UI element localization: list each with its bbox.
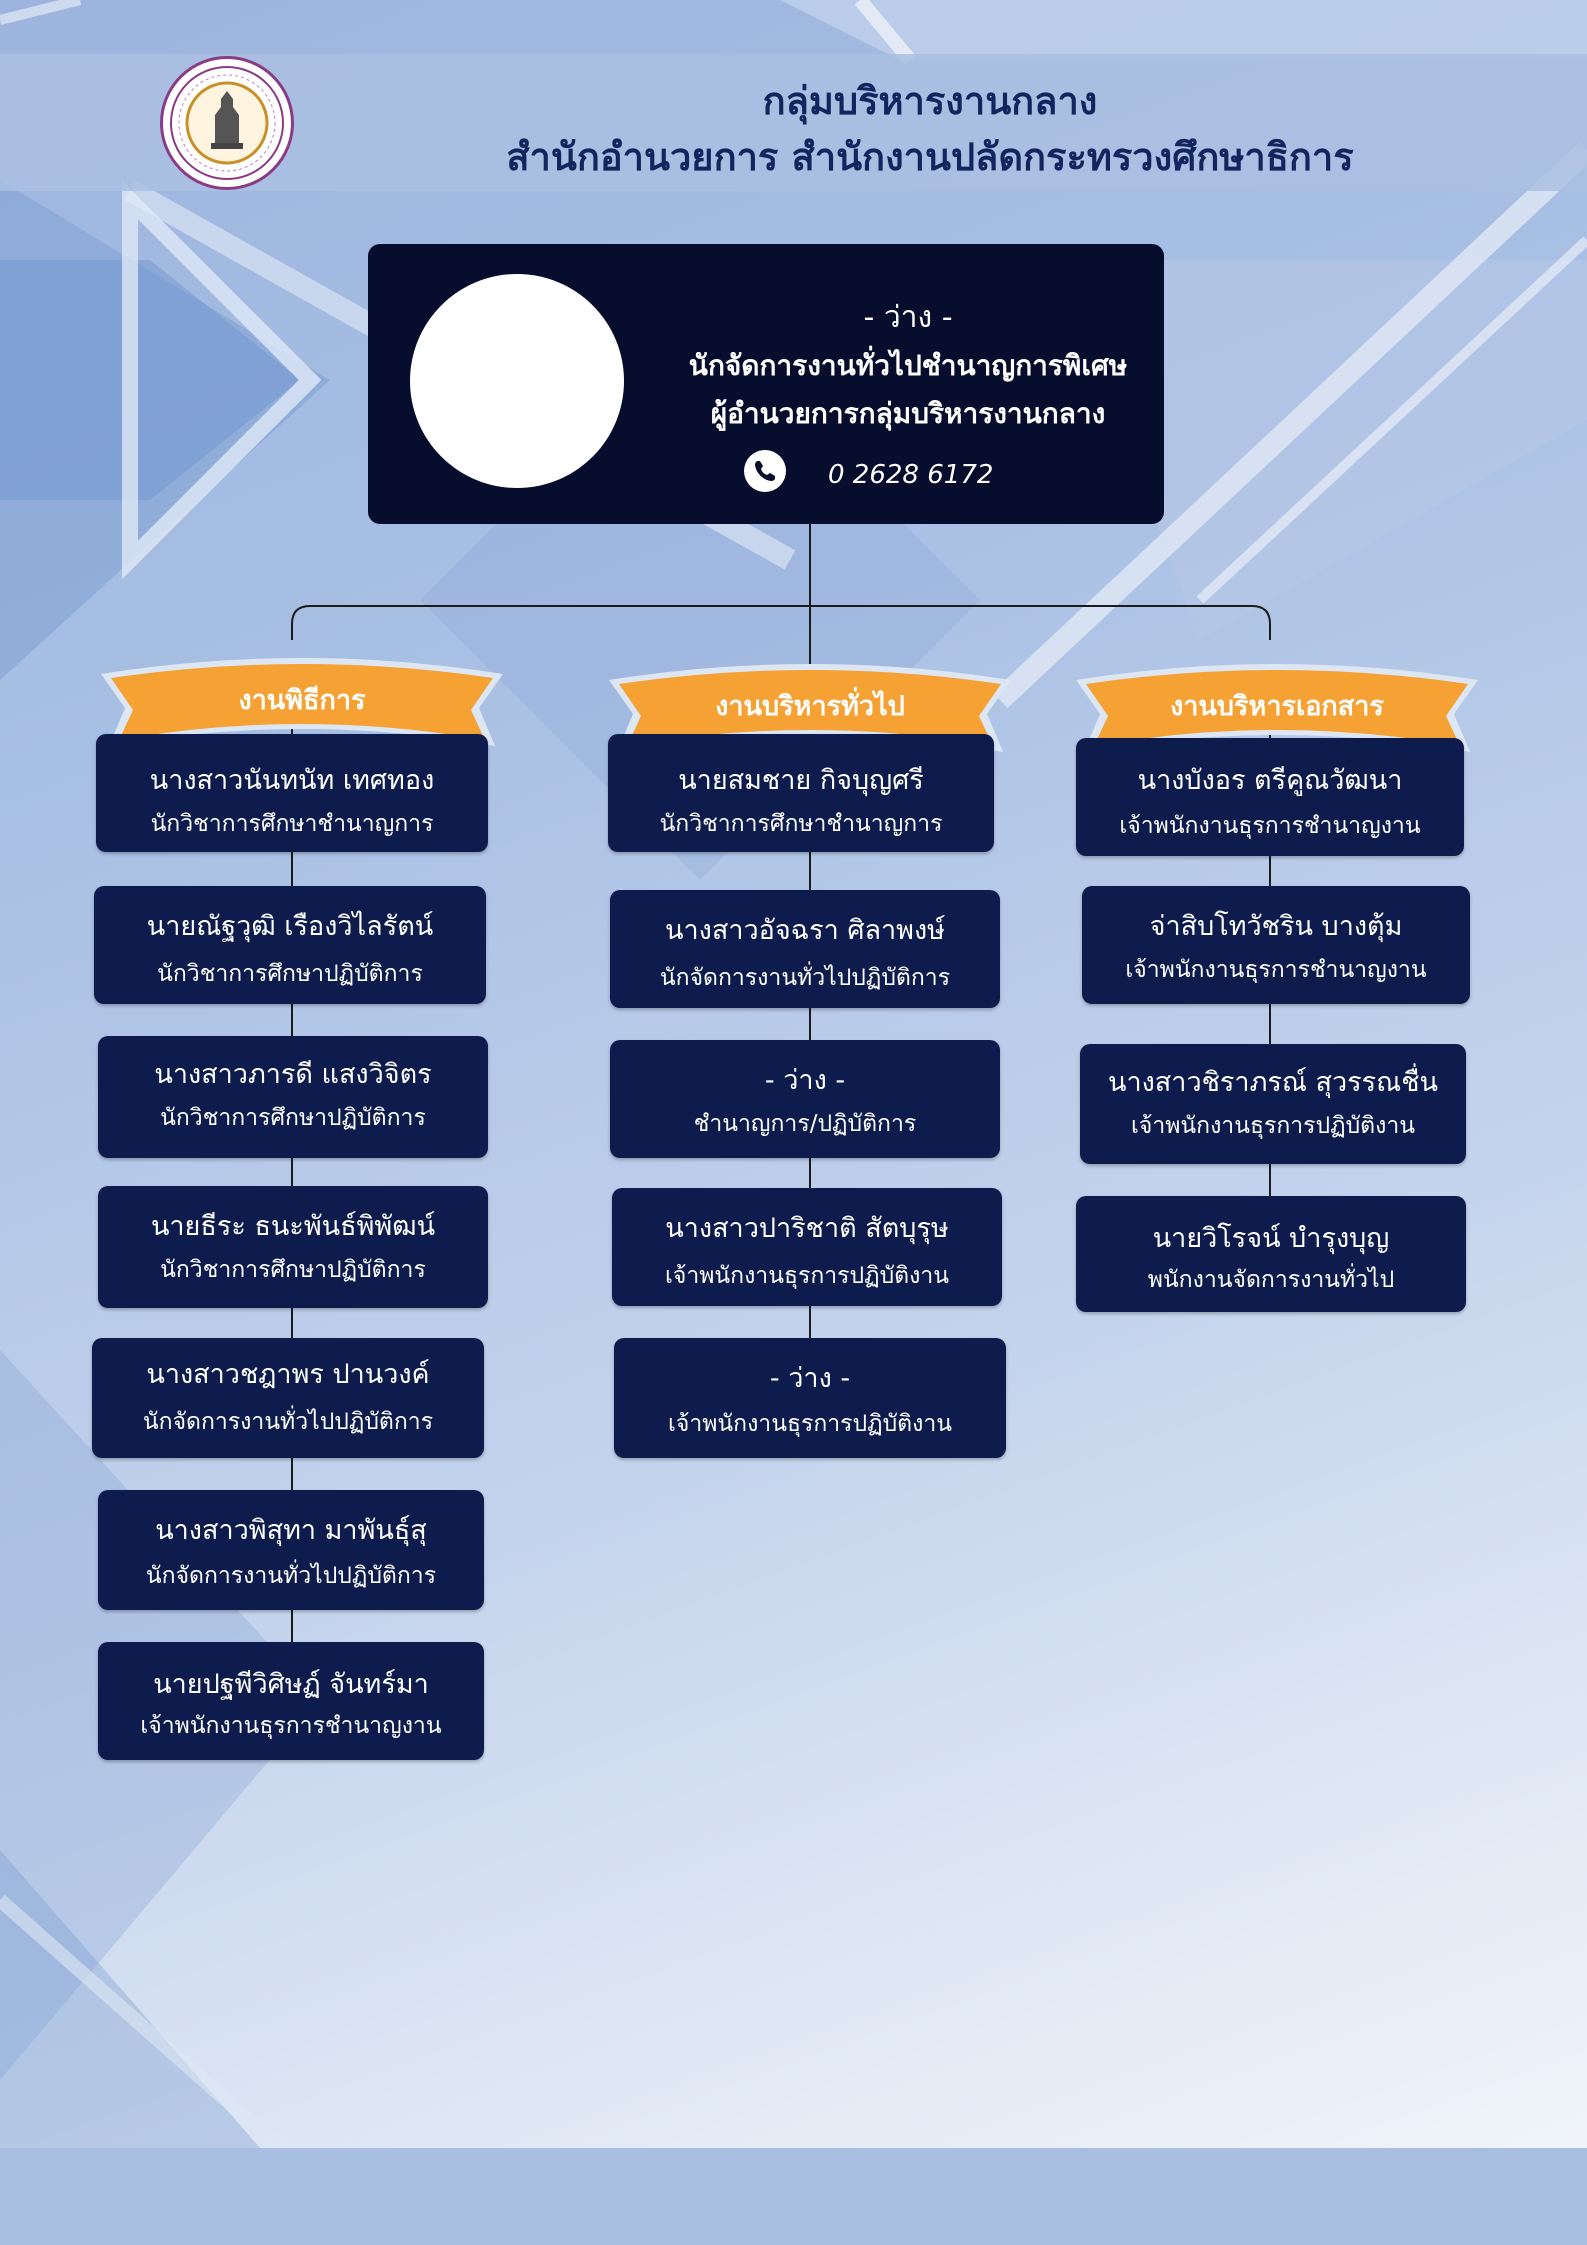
member-card: นางสาวนันทนัท เทศทองนักวิชาการศึกษาชำนาญ… — [96, 734, 488, 852]
member-position: นักวิชาการศึกษาปฏิบัติการ — [160, 1257, 426, 1283]
ministry-seal-icon — [160, 56, 294, 190]
member-position: พนักงานจัดการงานทั่วไป — [1147, 1267, 1395, 1293]
section-title: งานพิธีการ — [238, 685, 366, 716]
member-position: เจ้าพนักงานธุรการชำนาญงาน — [1119, 813, 1421, 839]
member-card: นายธีระ ธนะพันธ์พิพัฒน์นักวิชาการศึกษาปฏ… — [98, 1186, 488, 1308]
member-name: - ว่าง - — [764, 1065, 846, 1096]
member-card: นางสาวภารดี แสงวิจิตรนักวิชาการศึกษาปฏิบ… — [98, 1036, 488, 1158]
member-card: นายณัฐวุฒิ เรืองวิไลรัตน์นักวิชาการศึกษา… — [94, 886, 486, 1004]
section-title: งานบริหารทั่วไป — [715, 691, 905, 722]
member-name: นางสาวภารดี แสงวิจิตร — [154, 1059, 432, 1090]
member-name: นางสาวนันทนัท เทศทอง — [149, 765, 435, 796]
page-title: กลุ่มบริหารงานกลาง — [762, 79, 1098, 123]
director-role: ผู้อำนวยการกลุ่มบริหารงานกลาง — [710, 397, 1106, 430]
member-card: นางสาวปาริชาติ สัตบุรุษเจ้าพนักงานธุรการ… — [612, 1188, 1002, 1306]
member-name: นางสาวพิสุทา มาพันธุ์สุ — [155, 1515, 427, 1546]
member-position: เจ้าพนักงานธุรการชำนาญงาน — [140, 1713, 442, 1739]
member-card: นายสมชาย กิจบุญศรีนักวิชาการศึกษาชำนาญกา… — [608, 734, 994, 852]
director-position: นักจัดการงานทั่วไปชำนาญการพิเศษ — [688, 349, 1128, 382]
member-card: นางสาวชฎาพร ปานวงค์นักจัดการงานทั่วไปปฏิ… — [92, 1338, 484, 1458]
member-position: ชำนาญการ/ปฏิบัติการ — [693, 1111, 917, 1137]
member-position: นักจัดการงานทั่วไปปฏิบัติการ — [659, 965, 951, 991]
member-position: นักจัดการงานทั่วไปปฏิบัติการ — [145, 1563, 437, 1589]
member-position: เจ้าพนักงานธุรการชำนาญงาน — [1125, 957, 1427, 983]
member-position: นักวิชาการศึกษาชำนาญการ — [150, 811, 434, 837]
member-position: เจ้าพนักงานธุรการปฏิบัติงาน — [665, 1263, 949, 1289]
member-position: เจ้าพนักงานธุรการปฏิบัติงาน — [1131, 1113, 1415, 1139]
member-name: นายวิโรจน์ บำรุงบุญ — [1152, 1223, 1390, 1254]
member-card: นางสาวพิสุทา มาพันธุ์สุนักจัดการงานทั่วไ… — [98, 1490, 484, 1610]
member-name: นางบังอร ตรีคูณวัฒนา — [1137, 765, 1403, 796]
section-banner-general-admin: งานบริหารทั่วไป — [605, 654, 1015, 764]
member-name: นางสาวชฎาพร ปานวงค์ — [146, 1359, 430, 1390]
director-phone: 0 2628 6172 — [828, 460, 994, 490]
member-card: นางสาวอัจฉรา ศิลาพงษ์นักจัดการงานทั่วไปป… — [610, 890, 1000, 1008]
member-card: นายวิโรจน์ บำรุงบุญพนักงานจัดการงานทั่วไ… — [1076, 1196, 1466, 1312]
section-banner-document-admin: งานบริหารเอกสาร — [1072, 654, 1482, 764]
phone-icon — [744, 450, 786, 492]
member-position: เจ้าพนักงานธุรการปฏิบัติงาน — [668, 1411, 952, 1437]
member-card: นายปฐพีวิศิษฏ์ จันทร์มาเจ้าพนักงานธุรการ… — [98, 1642, 484, 1760]
member-name: นายธีระ ธนะพันธ์พิพัฒน์ — [150, 1211, 436, 1242]
member-name: นางสาวปาริชาติ สัตบุรุษ — [665, 1213, 949, 1244]
section-title: งานบริหารเอกสาร — [1170, 691, 1384, 722]
member-name: นางสาวอัจฉรา ศิลาพงษ์ — [665, 915, 945, 946]
member-card: - ว่าง - ชำนาญการ/ปฏิบัติการ — [610, 1040, 1000, 1158]
member-card: จ่าสิบโทวัชริน บางตุ้มเจ้าพนักงานธุรการช… — [1082, 886, 1470, 1004]
member-name: จ่าสิบโทวัชริน บางตุ้ม — [1149, 911, 1403, 942]
member-name: - ว่าง - — [769, 1363, 851, 1394]
member-name: นายสมชาย กิจบุญศรี — [678, 765, 924, 796]
member-position: นักจัดการงานทั่วไปปฏิบัติการ — [142, 1409, 434, 1435]
member-name: นางสาวชิราภรณ์ สุวรรณชื่น — [1108, 1067, 1438, 1098]
section-banner-ceremony: งานพิธีการ — [97, 648, 507, 758]
member-card: นางสาวชิราภรณ์ สุวรรณชื่นเจ้าพนักงานธุรก… — [1080, 1044, 1466, 1164]
footer-band — [0, 2148, 1587, 2245]
member-name: นายณัฐวุฒิ เรืองวิไลรัตน์ — [146, 911, 434, 942]
member-card: นางบังอร ตรีคูณวัฒนาเจ้าพนักงานธุรการชำน… — [1076, 738, 1464, 856]
director-photo-placeholder — [410, 274, 624, 488]
member-card: - ว่าง - เจ้าพนักงานธุรการปฏิบัติงาน — [614, 1338, 1006, 1458]
member-name: นายปฐพีวิศิษฏ์ จันทร์มา — [153, 1669, 429, 1700]
member-position: นักวิชาการศึกษาปฏิบัติการ — [160, 1105, 426, 1131]
member-position: นักวิชาการศึกษาชำนาญการ — [659, 811, 943, 837]
director-name: - ว่าง - — [863, 300, 953, 335]
director-card: - ว่าง - นักจัดการงานทั่วไปชำนาญการพิเศษ… — [368, 244, 1164, 524]
member-position: นักวิชาการศึกษาปฏิบัติการ — [157, 961, 423, 987]
page-subtitle: สำนักอำนวยการ สำนักงานปลัดกระทรวงศึกษาธิ… — [506, 135, 1354, 179]
